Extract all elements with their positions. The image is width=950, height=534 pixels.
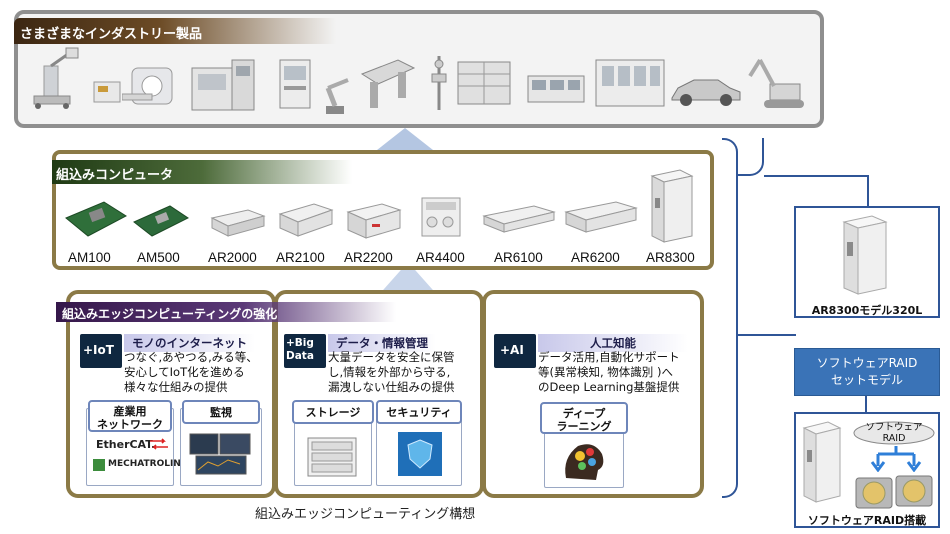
storage-label: ストレージ [292,400,374,424]
bigdata-description: 大量データを安全に保管 し,情報を外部から守る, 漏洩しない仕組みの提供 [328,350,455,394]
software-raid-set-model: ソフトウェアRAID セットモデル [794,348,940,396]
product-label-am100: AM100 [68,250,111,265]
upper-bracket [738,138,764,176]
factory-line-icon [595,59,665,107]
monitoring-screens-icon [189,433,251,475]
car-icon [671,79,741,106]
mechatrolink-logo: MECHATROLINK [108,459,188,469]
xray-machine-icon [33,47,79,109]
ar8300-model-label: AR8300モデル320L [811,304,923,317]
product-label-ar2000: AR2000 [208,250,257,265]
server-cabinet-icon [457,61,511,105]
iot-icon: +IoT [80,334,122,368]
ar6100-rack-icon [482,205,556,233]
connector-to-model [764,175,869,206]
product-label-ar8300: AR8300 [646,250,695,265]
substation-icon [431,56,447,110]
product-label-ar6100: AR6100 [494,250,543,265]
am100-board-icon [65,201,127,237]
hard-disk-drives-icon [855,475,933,509]
product-label-am500: AM500 [137,250,180,265]
outer-bracket [722,138,738,498]
am500-board-icon [133,205,189,237]
bigdata-icon: +Big Data [284,334,326,368]
product-label-ar2100: AR2100 [276,250,325,265]
security-label: セキュリティ [376,400,462,424]
ar6200-rack-icon [564,201,638,233]
control-panel-icon [527,75,585,103]
analyzer-icon [93,81,121,103]
shield-icon [398,432,442,476]
industry-title: さまざまなインダストリー製品 [14,18,336,44]
product-label-ar4400: AR4400 [416,250,465,265]
ethercat-logo: EtherCAT. [96,438,156,451]
ar2200-box-icon [346,203,402,239]
ai-description: データ活用,自動化サポート 等(異常検知, 物体識別 )へ のDeep Lear… [538,350,680,394]
robot-arm-icon [325,78,349,114]
raid-cylinder-label: ソフトウェア RAID [865,422,923,444]
product-label-ar2200: AR2200 [344,250,393,265]
product-label-ar6200: AR6200 [571,250,620,265]
iot-description: つなぐ,あやつる,みる等、 安心してIoT化を進める 様々な仕組みの提供 [124,350,258,394]
vending-machine-icon [191,59,255,111]
iot-heading: モノのインターネット [124,334,255,352]
brain-gears-icon [565,444,604,480]
mri-scanner-icon [122,67,173,105]
embedded-computer-title: 組込みコンピュータ [52,160,352,184]
lab-equipment-icon [279,59,311,109]
mechatrolink-logo-icon [93,459,105,471]
ar2100-box-icon [278,203,334,237]
industrial-network-label: 産業用 ネットワーク [88,400,172,432]
raid-tower-icon [802,421,842,503]
edge-computing-caption: 組込みエッジコンピューティング構想 [255,507,476,522]
storage-rack-icon [307,437,357,477]
connector-to-set [736,334,796,336]
set-model-connector [865,396,867,412]
ar8300-tower-icon [650,169,694,243]
press-machine-icon [360,59,416,108]
ar2000-box-icon [210,209,266,237]
ai-heading: 人工知能 [538,334,688,352]
hierarchy-arrow-top [377,128,433,150]
ethercat-arrows-icon [150,438,168,450]
ar4400-box-icon [421,197,461,237]
ai-icon: +AI [494,334,536,368]
software-raid-card-label: ソフトウェアRAID搭載 [807,514,927,527]
bigdata-heading: データ・情報管理 [328,334,436,352]
raid-cylinder-icon [853,421,935,445]
ar8300-model-tower-icon [842,215,888,295]
deep-learning-label: ディープ ラーニング [540,402,628,434]
raid-arrows-icon [870,446,922,472]
monitoring-label: 監視 [182,400,260,424]
edge-computing-title: 組込みエッジコンピューティングの強化 [56,302,396,322]
excavator-icon [748,58,804,108]
